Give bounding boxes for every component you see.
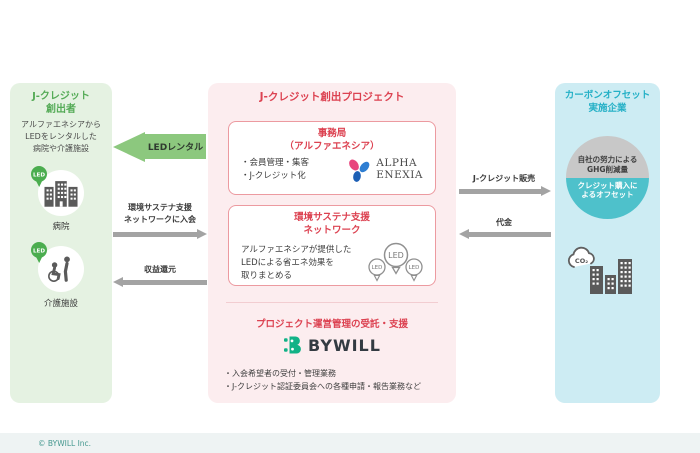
network-body-text: アルファエネシアが提供した LEDによる省エネ効果を 取りまとめる [241,244,352,282]
svg-text:LED: LED [33,248,45,254]
network-box-title: 環境サステナ支援 ネットワーク [294,212,370,236]
bywill-wordmark: BYWILL [308,335,381,355]
svg-text:LED: LED [409,265,420,271]
creator-panel-title: J-クレジット 創出者 [10,90,112,116]
arrow-left-head-icon [113,277,123,287]
carbon-offset-panel: カーボンオフセット 実施企業 自社の努力による GHG削減量 クレジット購入に … [555,83,660,403]
profit-return-arrow [113,277,207,288]
jcredit-project-panel: J-クレジット創出プロジェクト 事務局 （アルファエネシア） ・会員管理・集客 … [208,83,456,403]
svg-text:LED: LED [372,265,383,271]
arrow-right-head-icon [541,186,551,196]
copyright-text: © BYWILL Inc. [38,438,92,448]
svg-text:LED: LED [388,251,404,260]
join-network-label: 環境サステナ支援 ネットワークに入会 [124,203,196,224]
co2-buildings-icon: CO₂ [567,246,632,294]
hospital-circle: LED [31,166,84,216]
led-bulbs-cluster-icon: LED LED LED [368,242,423,282]
hospital-icon [44,180,78,207]
led-rental-arrow-label: LEDレンタル [145,134,206,159]
svg-text:CO₂: CO₂ [575,257,588,265]
office-box: 事務局 （アルファエネシア） ・会員管理・集客 ・J-クレジット化 ALPHA [228,121,436,195]
support-title: プロジェクト運営管理の受託・支援 [255,319,408,330]
profit-return-label: 収益還元 [144,265,176,274]
led-rental-arrow: LEDレンタル [113,131,206,162]
led-bulb-icon: LED [29,165,49,193]
project-panel-title: J-クレジット創出プロジェクト [259,91,405,103]
arrow-right-head-icon [197,229,207,239]
credit-sale-label: J-クレジット販売 [472,174,536,183]
office-box-title: 事務局 （アルファエネシア） [284,128,380,152]
bywill-mark-icon [284,336,301,354]
enexia-petals-icon [349,159,370,182]
svg-text:LED: LED [33,172,45,178]
offset-pie-circle: 自社の努力による GHG削減量 クレジット購入に よるオフセット [566,136,649,219]
credit-offset-segment: クレジット購入に よるオフセット [566,177,649,219]
creator-title-line1: J-クレジット [32,91,90,102]
arrow-left-head-icon [459,229,469,239]
enexia-wordmark: ALPHA ENEXIA [376,157,423,181]
office-bullets: ・会員管理・集客 ・J-クレジット化 [241,157,310,181]
care-facility-label: 介護施設 [43,299,78,309]
jcredit-creator-panel: J-クレジット 創出者 アルファエネシアから LEDをレンタルした 病院や介護施… [10,83,112,403]
bywill-logo: BYWILL [208,335,456,355]
alpha-enexia-logo: ALPHA ENEXIA [346,157,425,183]
footer-bar: © BYWILL Inc. [0,433,700,453]
join-network-arrow [113,229,207,240]
led-bulb-icon: LED [29,241,49,269]
offset-panel-title: カーボンオフセット 実施企業 [564,90,651,114]
arrow-left-head-icon [113,131,145,162]
hospital-label: 病院 [52,222,70,232]
caregiver-wheelchair-icon [48,256,70,282]
creator-title-line2: 創出者 [46,104,76,116]
payment-label: 代金 [496,218,512,227]
divider [226,302,438,303]
creator-description: アルファエネシアから LEDをレンタルした 病院や介護施設 [21,120,101,153]
credit-sale-arrow [459,186,551,197]
ghg-reduction-segment: 自社の努力による GHG削減量 [566,136,649,178]
sustain-network-box: 環境サステナ支援 ネットワーク アルファエネシアが提供した LEDによる省エネ効… [228,205,436,286]
care-facility-circle: LED [31,242,84,292]
support-bullets: ・入会希望者の受付・管理業務 ・J-クレジット認証委員会への各種申請・報告業務な… [224,369,421,391]
payment-arrow [459,229,551,240]
